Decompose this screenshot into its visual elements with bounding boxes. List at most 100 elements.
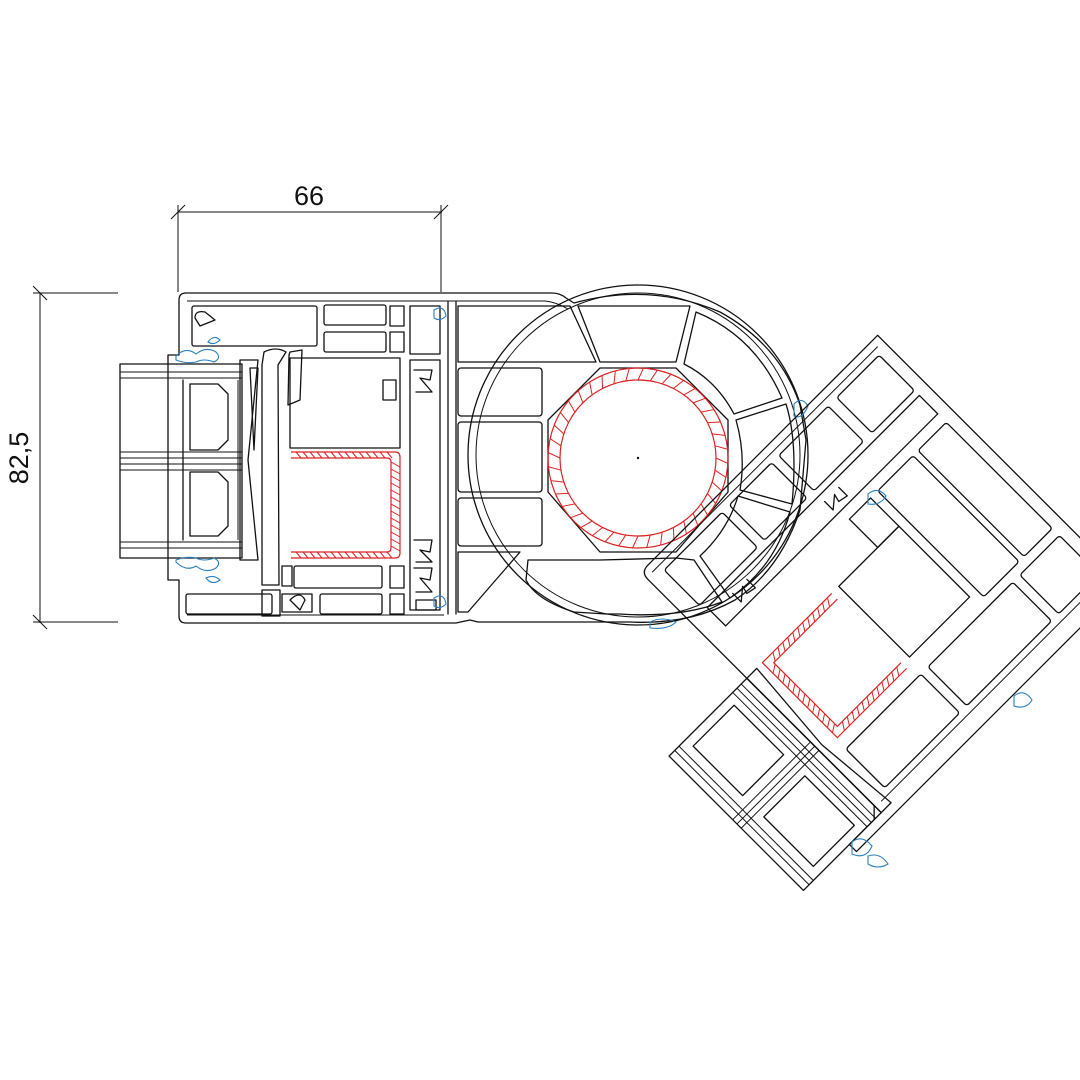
- hatch-stroke: [822, 602, 826, 612]
- central-coupler: [447, 284, 809, 629]
- hatch-stroke: [549, 438, 562, 447]
- hatch-stroke: [866, 696, 870, 706]
- hatch-stroke: [390, 510, 401, 517]
- hatch-stroke: [881, 681, 885, 692]
- hatch-stroke: [632, 535, 639, 549]
- hatch-stroke: [714, 469, 727, 478]
- hatch-stroke: [589, 382, 593, 395]
- hatch-stroke: [316, 551, 323, 559]
- hatch-stroke: [351, 551, 358, 559]
- hatch-stroke: [851, 711, 855, 721]
- right-steel-reinforcement: [761, 593, 908, 739]
- hatch-stroke: [772, 664, 776, 674]
- hatch-stroke: [792, 632, 796, 642]
- hatch-stroke: [344, 451, 351, 459]
- hatch-stroke: [390, 531, 401, 538]
- height-dimension: 82,5: [4, 285, 118, 630]
- hatch-stroke: [707, 493, 716, 504]
- hatch-stroke: [822, 713, 826, 723]
- hatch-stroke: [309, 451, 316, 459]
- hatch-stroke: [797, 688, 801, 699]
- hatch-stroke: [646, 534, 651, 548]
- hatch-stroke: [386, 451, 393, 459]
- hatch-stroke: [613, 370, 616, 384]
- hatch-stroke: [555, 492, 569, 495]
- hatch-stroke: [701, 409, 714, 413]
- hatch-stroke: [390, 496, 401, 503]
- hatch-stroke: [379, 551, 386, 559]
- right-frame-profile: [643, 334, 1080, 892]
- hatch-stroke: [777, 647, 781, 657]
- hatch-stroke: [826, 718, 831, 728]
- hatch-stroke: [390, 461, 401, 468]
- hatch-stroke: [876, 686, 880, 697]
- hatch-stroke: [707, 421, 721, 424]
- hatch-stroke: [390, 482, 401, 489]
- hatch-stroke: [323, 451, 330, 459]
- hatch-stroke: [577, 390, 584, 404]
- hatch-stroke: [861, 701, 865, 711]
- hatch-stroke: [323, 551, 330, 559]
- hatch-stroke: [330, 451, 337, 459]
- hatch-stroke: [390, 475, 401, 482]
- hatch-stroke: [358, 551, 365, 559]
- hatch-stroke: [547, 452, 561, 459]
- hatch-stroke: [618, 534, 627, 547]
- hatch-stroke: [365, 551, 372, 559]
- hatch-stroke: [550, 480, 564, 483]
- hatch-stroke: [817, 708, 821, 718]
- hatch-stroke: [604, 531, 615, 543]
- width-dimension-label: 66: [294, 181, 324, 211]
- hatch-stroke: [560, 412, 569, 423]
- hatch-stroke: [580, 520, 593, 528]
- hatch-stroke: [562, 503, 575, 507]
- hatch-stroke: [316, 451, 323, 459]
- hatch-stroke: [777, 668, 781, 679]
- hatch-stroke: [379, 451, 386, 459]
- hatch-stroke: [831, 723, 836, 733]
- hatch-stroke: [337, 451, 344, 459]
- hatch-stroke: [802, 622, 806, 632]
- hatch-stroke: [683, 388, 696, 396]
- hatch-stroke: [673, 380, 684, 389]
- hatch-stroke: [846, 716, 850, 726]
- hatch-stroke: [787, 637, 791, 647]
- hatch-stroke: [896, 666, 900, 677]
- hatch-stroke: [390, 489, 401, 496]
- hatch-stroke: [390, 545, 401, 552]
- hatch-stroke: [365, 451, 372, 459]
- hatch-stroke: [792, 683, 796, 694]
- hatch-stroke: [787, 678, 791, 689]
- hatch-stroke: [601, 375, 604, 389]
- hatch-stroke: [660, 532, 663, 546]
- hatch-stroke: [817, 607, 821, 617]
- hatch-stroke: [712, 433, 726, 436]
- right-gaskets: [851, 489, 1033, 868]
- hatch-stroke: [886, 676, 890, 687]
- hatch-stroke: [309, 551, 316, 559]
- hatch-stroke: [711, 481, 723, 492]
- hatch-stroke: [372, 451, 379, 459]
- hatch-stroke: [570, 512, 584, 519]
- hatch-stroke: [797, 627, 801, 637]
- hatch-stroke: [386, 551, 393, 559]
- hatch-stroke: [772, 652, 776, 662]
- hatch-stroke: [812, 612, 816, 622]
- hatch-stroke: [390, 517, 401, 524]
- hatch-stroke: [782, 642, 786, 652]
- left-steel-reinforcement: [291, 451, 401, 559]
- height-dimension-label: 82,5: [4, 432, 34, 485]
- hatch-stroke: [782, 673, 786, 684]
- hatch-stroke: [692, 397, 706, 404]
- hatch-stroke: [330, 551, 337, 559]
- hatch-stroke: [802, 693, 806, 704]
- hatch-stroke: [548, 466, 562, 471]
- left-gaskets: [175, 307, 447, 609]
- hatch-stroke: [390, 524, 401, 531]
- hatch-stroke: [295, 451, 302, 459]
- hatch-stroke: [661, 373, 672, 385]
- hatch-stroke: [592, 527, 603, 536]
- hatch-stroke: [390, 468, 401, 475]
- hatch-stroke: [841, 721, 845, 731]
